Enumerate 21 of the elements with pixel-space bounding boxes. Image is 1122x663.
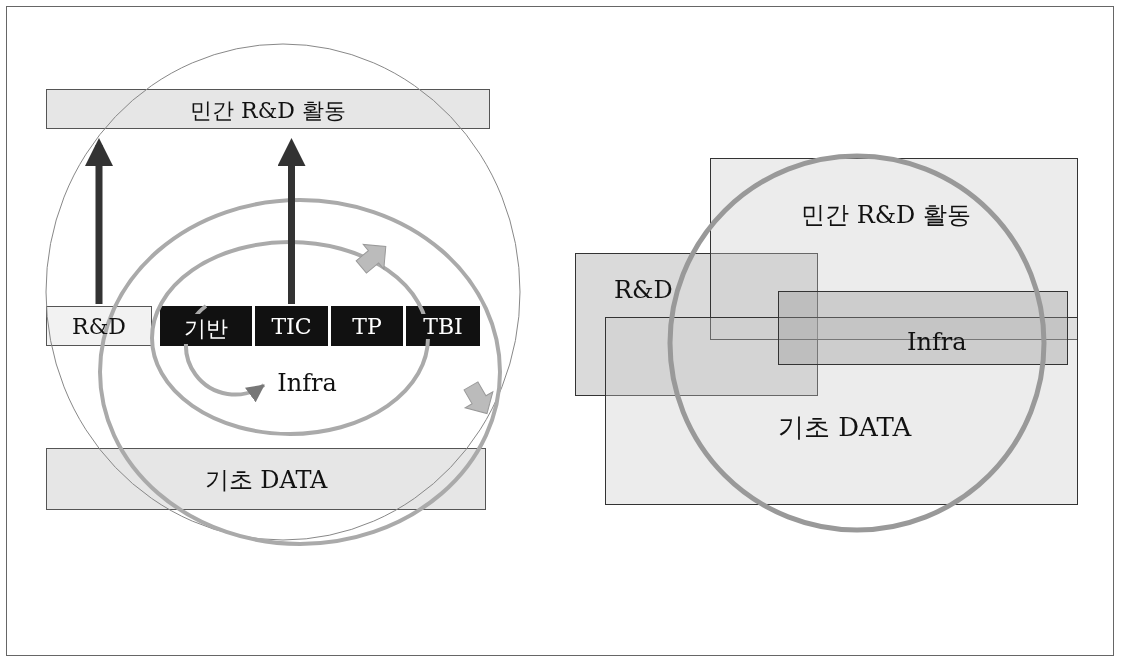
overlap-rectangle bbox=[605, 317, 1078, 505]
label-text: 민간 R&D 활동 bbox=[801, 200, 971, 231]
curved-arrow bbox=[184, 304, 266, 402]
label-box bbox=[46, 306, 152, 346]
label-text: R&D bbox=[614, 276, 673, 304]
label-text: 기초 DATA bbox=[204, 465, 328, 496]
dark-label-box bbox=[255, 306, 328, 346]
label-text: R&D bbox=[72, 314, 126, 339]
arrow bbox=[85, 138, 113, 304]
label-text: Infra bbox=[277, 369, 337, 397]
dark-label-box bbox=[331, 306, 403, 346]
label-box bbox=[46, 448, 486, 510]
dark-label-box bbox=[160, 306, 252, 346]
label-text: 기반 bbox=[181, 314, 231, 344]
overlap-rectangle bbox=[778, 291, 1068, 365]
label-text: 기초 DATA bbox=[778, 411, 912, 444]
label-box bbox=[46, 89, 490, 129]
dark-label-box bbox=[406, 306, 480, 346]
label-text: 민간 R&D 활동 bbox=[190, 97, 346, 125]
label-text: Infra bbox=[907, 328, 967, 356]
arrow bbox=[277, 138, 306, 304]
